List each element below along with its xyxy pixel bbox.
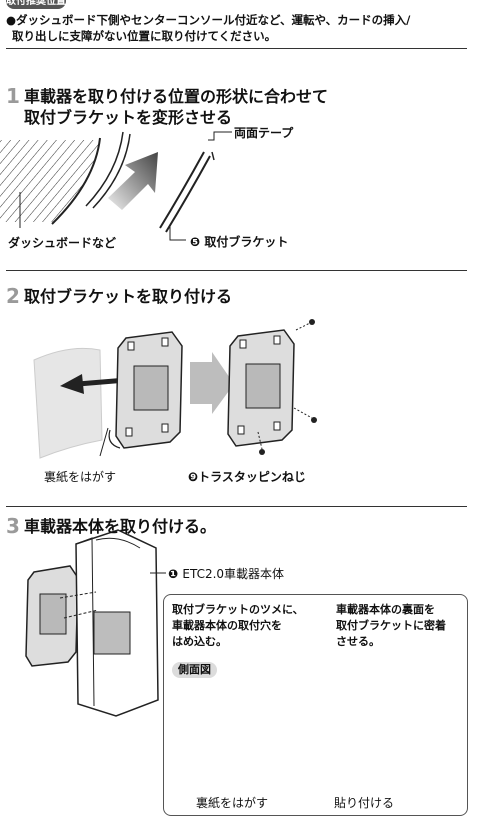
step2-dash-surface — [33, 347, 103, 459]
step3-title: 車載器本体を取り付ける。 — [24, 517, 217, 536]
side-view-callout — [163, 594, 468, 816]
step3-number: 3 — [6, 514, 20, 538]
step3-bracket — [25, 565, 79, 667]
screw-part-name: トラスタッピンねじ — [198, 470, 306, 484]
step2-attach-arrow-head — [60, 374, 84, 394]
callout-right-line3: させる。 — [336, 635, 380, 648]
callout-right-line2: 取付ブラケットに密着 — [336, 619, 446, 632]
step2-title: 取付ブラケットを取り付ける — [24, 287, 233, 306]
step3-peel-label: 裏紙をはがす — [196, 796, 269, 810]
step2-then-arrow — [190, 352, 234, 414]
screw-part-number: ❾ — [188, 470, 199, 484]
step1-heading: 1 — [6, 84, 20, 108]
step2-bracket-right — [227, 329, 295, 447]
step2-bracket-left — [108, 331, 183, 449]
bracket-label: ❺ 取付ブラケット — [190, 233, 288, 250]
tape-label: 両面テープ — [234, 126, 294, 140]
step1-title: 車載器を取り付ける位置の形状に合わせて 取付ブラケットを変形させる — [24, 86, 328, 128]
position-note-line2: 取り出しに支障がない位置に取り付けてください。 — [12, 29, 277, 43]
unit-part-name: ETC2.0車載器本体 — [182, 567, 285, 581]
dashboard-label: ダッシュボードなど — [8, 236, 117, 250]
callout-left-line1: 取付ブラケットのツメに、 — [172, 603, 304, 616]
position-note-line1: ●ダッシュボード下側やセンターコンソール付近など、運転や、カードの挿入/ — [6, 13, 411, 27]
step1-title-line1: 車載器を取り付ける位置の形状に合わせて — [24, 87, 329, 106]
side-view-pill: 側面図 — [172, 662, 217, 678]
bracket-part-name: 取付ブラケット — [204, 235, 289, 249]
divider-step2 — [6, 270, 467, 271]
callout-right-line1: 車載器本体の裏面を — [336, 603, 435, 616]
step3-stick-label: 貼り付ける — [334, 796, 395, 810]
step3-unit — [59, 529, 159, 717]
callout-left-line3: はめ込む。 — [172, 635, 227, 648]
unit-part-number: ❶ — [168, 567, 179, 581]
tape-leader — [208, 131, 232, 141]
recommended-position-badge: 取付推奨位置 — [6, 0, 66, 9]
position-note: ●ダッシュボード下側やセンターコンソール付近など、運転や、カードの挿入/ 取り出… — [6, 12, 491, 44]
bracket-leader — [169, 226, 186, 241]
screw-label: ❾トラスタッピンねじ — [188, 468, 306, 485]
step1-number: 1 — [6, 84, 20, 108]
divider-step3 — [6, 506, 467, 507]
screw-icons — [257, 319, 317, 455]
callout-left-line2: 車載器本体の取付穴を — [172, 619, 282, 632]
step2-peel-label: 裏紙をはがす — [44, 470, 117, 484]
step1-title-line2: 取付ブラケットを変形させる — [24, 108, 233, 127]
unit-label: ❶ ETC2.0車載器本体 — [168, 565, 284, 582]
dashboard-surface — [0, 131, 131, 225]
step1-bracket — [159, 151, 215, 233]
peel-leader — [99, 427, 109, 457]
callout-right-text: 車載器本体の裏面を 取付ブラケットに密着 させる。 — [336, 602, 446, 650]
callout-left-text: 取付ブラケットのツメに、 車載器本体の取付穴を はめ込む。 — [172, 602, 304, 650]
step2-number: 2 — [6, 284, 20, 308]
bracket-part-number: ❺ — [190, 235, 201, 249]
divider-top — [6, 48, 467, 49]
step1-move-arrow — [108, 152, 158, 210]
